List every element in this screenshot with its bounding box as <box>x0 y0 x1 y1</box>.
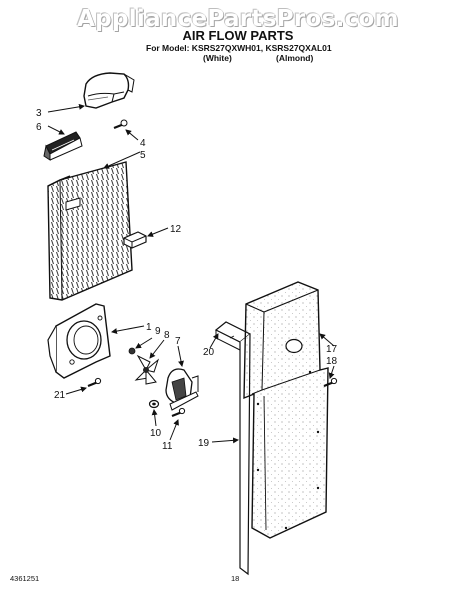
callout-4: 4 <box>140 138 146 149</box>
screw-part-11 <box>171 407 186 418</box>
callout-8: 8 <box>164 330 170 341</box>
callout-21: 21 <box>54 390 66 401</box>
callout-20: 20 <box>203 347 215 358</box>
grommet-part <box>148 399 160 409</box>
air-flow-cover-panel-part <box>243 281 329 539</box>
grille-panel-part <box>47 161 133 301</box>
screw-part-4 <box>113 119 128 130</box>
leader-lines <box>47 103 335 444</box>
callout-10: 10 <box>150 428 162 439</box>
callout-17: 17 <box>326 344 338 355</box>
document-number: 4361251 <box>10 574 40 583</box>
callout-numbers: 3 6 4 5 12 1 9 8 7 21 10 11 20 17 18 19 <box>36 108 338 452</box>
variant-almond-label: (Almond) <box>276 53 314 63</box>
callout-9: 9 <box>155 326 161 337</box>
callout-18: 18 <box>326 356 338 367</box>
screw-part-21 <box>87 377 102 388</box>
variant-white-label: (White) <box>203 53 232 63</box>
fan-blade-part <box>134 354 160 385</box>
nut-part <box>128 347 136 355</box>
callout-7: 7 <box>175 336 181 347</box>
callout-19: 19 <box>198 438 210 449</box>
callout-11: 11 <box>162 441 173 452</box>
page-title: AIR FLOW PARTS <box>182 28 294 43</box>
model-subtitle: For Model: KSRS27QXWH01, KSRS27QXAL01 <box>146 43 332 53</box>
fan-motor-part <box>165 368 199 411</box>
callout-12: 12 <box>170 224 182 235</box>
louver-part <box>43 131 83 161</box>
callout-5: 5 <box>140 150 146 161</box>
callout-1: 1 <box>146 322 152 333</box>
screw-part-18 <box>323 377 338 388</box>
callout-3: 3 <box>36 108 42 119</box>
watermark: AppliancePartsPros.com <box>77 6 399 32</box>
fan-shroud-part <box>47 303 111 379</box>
clip-part <box>123 231 147 249</box>
air-duct-cover-part <box>83 72 135 109</box>
page-number: 18 <box>231 574 240 583</box>
callout-6: 6 <box>36 122 42 133</box>
